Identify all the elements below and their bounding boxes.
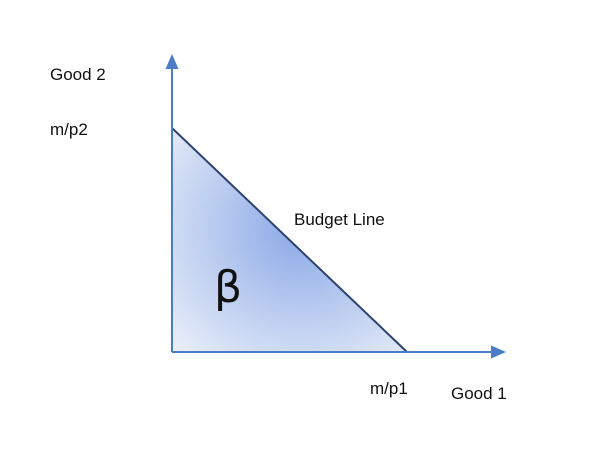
budget-line-label: Budget Line bbox=[294, 210, 385, 229]
region-symbol: β bbox=[214, 262, 242, 313]
x-intercept-label: m/p1 bbox=[370, 379, 408, 398]
y-axis-label: Good 2 bbox=[50, 65, 106, 84]
y-intercept-label: m/p2 bbox=[50, 120, 88, 139]
budget-line bbox=[171, 127, 408, 353]
x-axis-label: Good 1 bbox=[451, 384, 507, 403]
x-axis-arrow-icon bbox=[491, 345, 506, 359]
y-axis-arrow-icon bbox=[165, 54, 179, 69]
